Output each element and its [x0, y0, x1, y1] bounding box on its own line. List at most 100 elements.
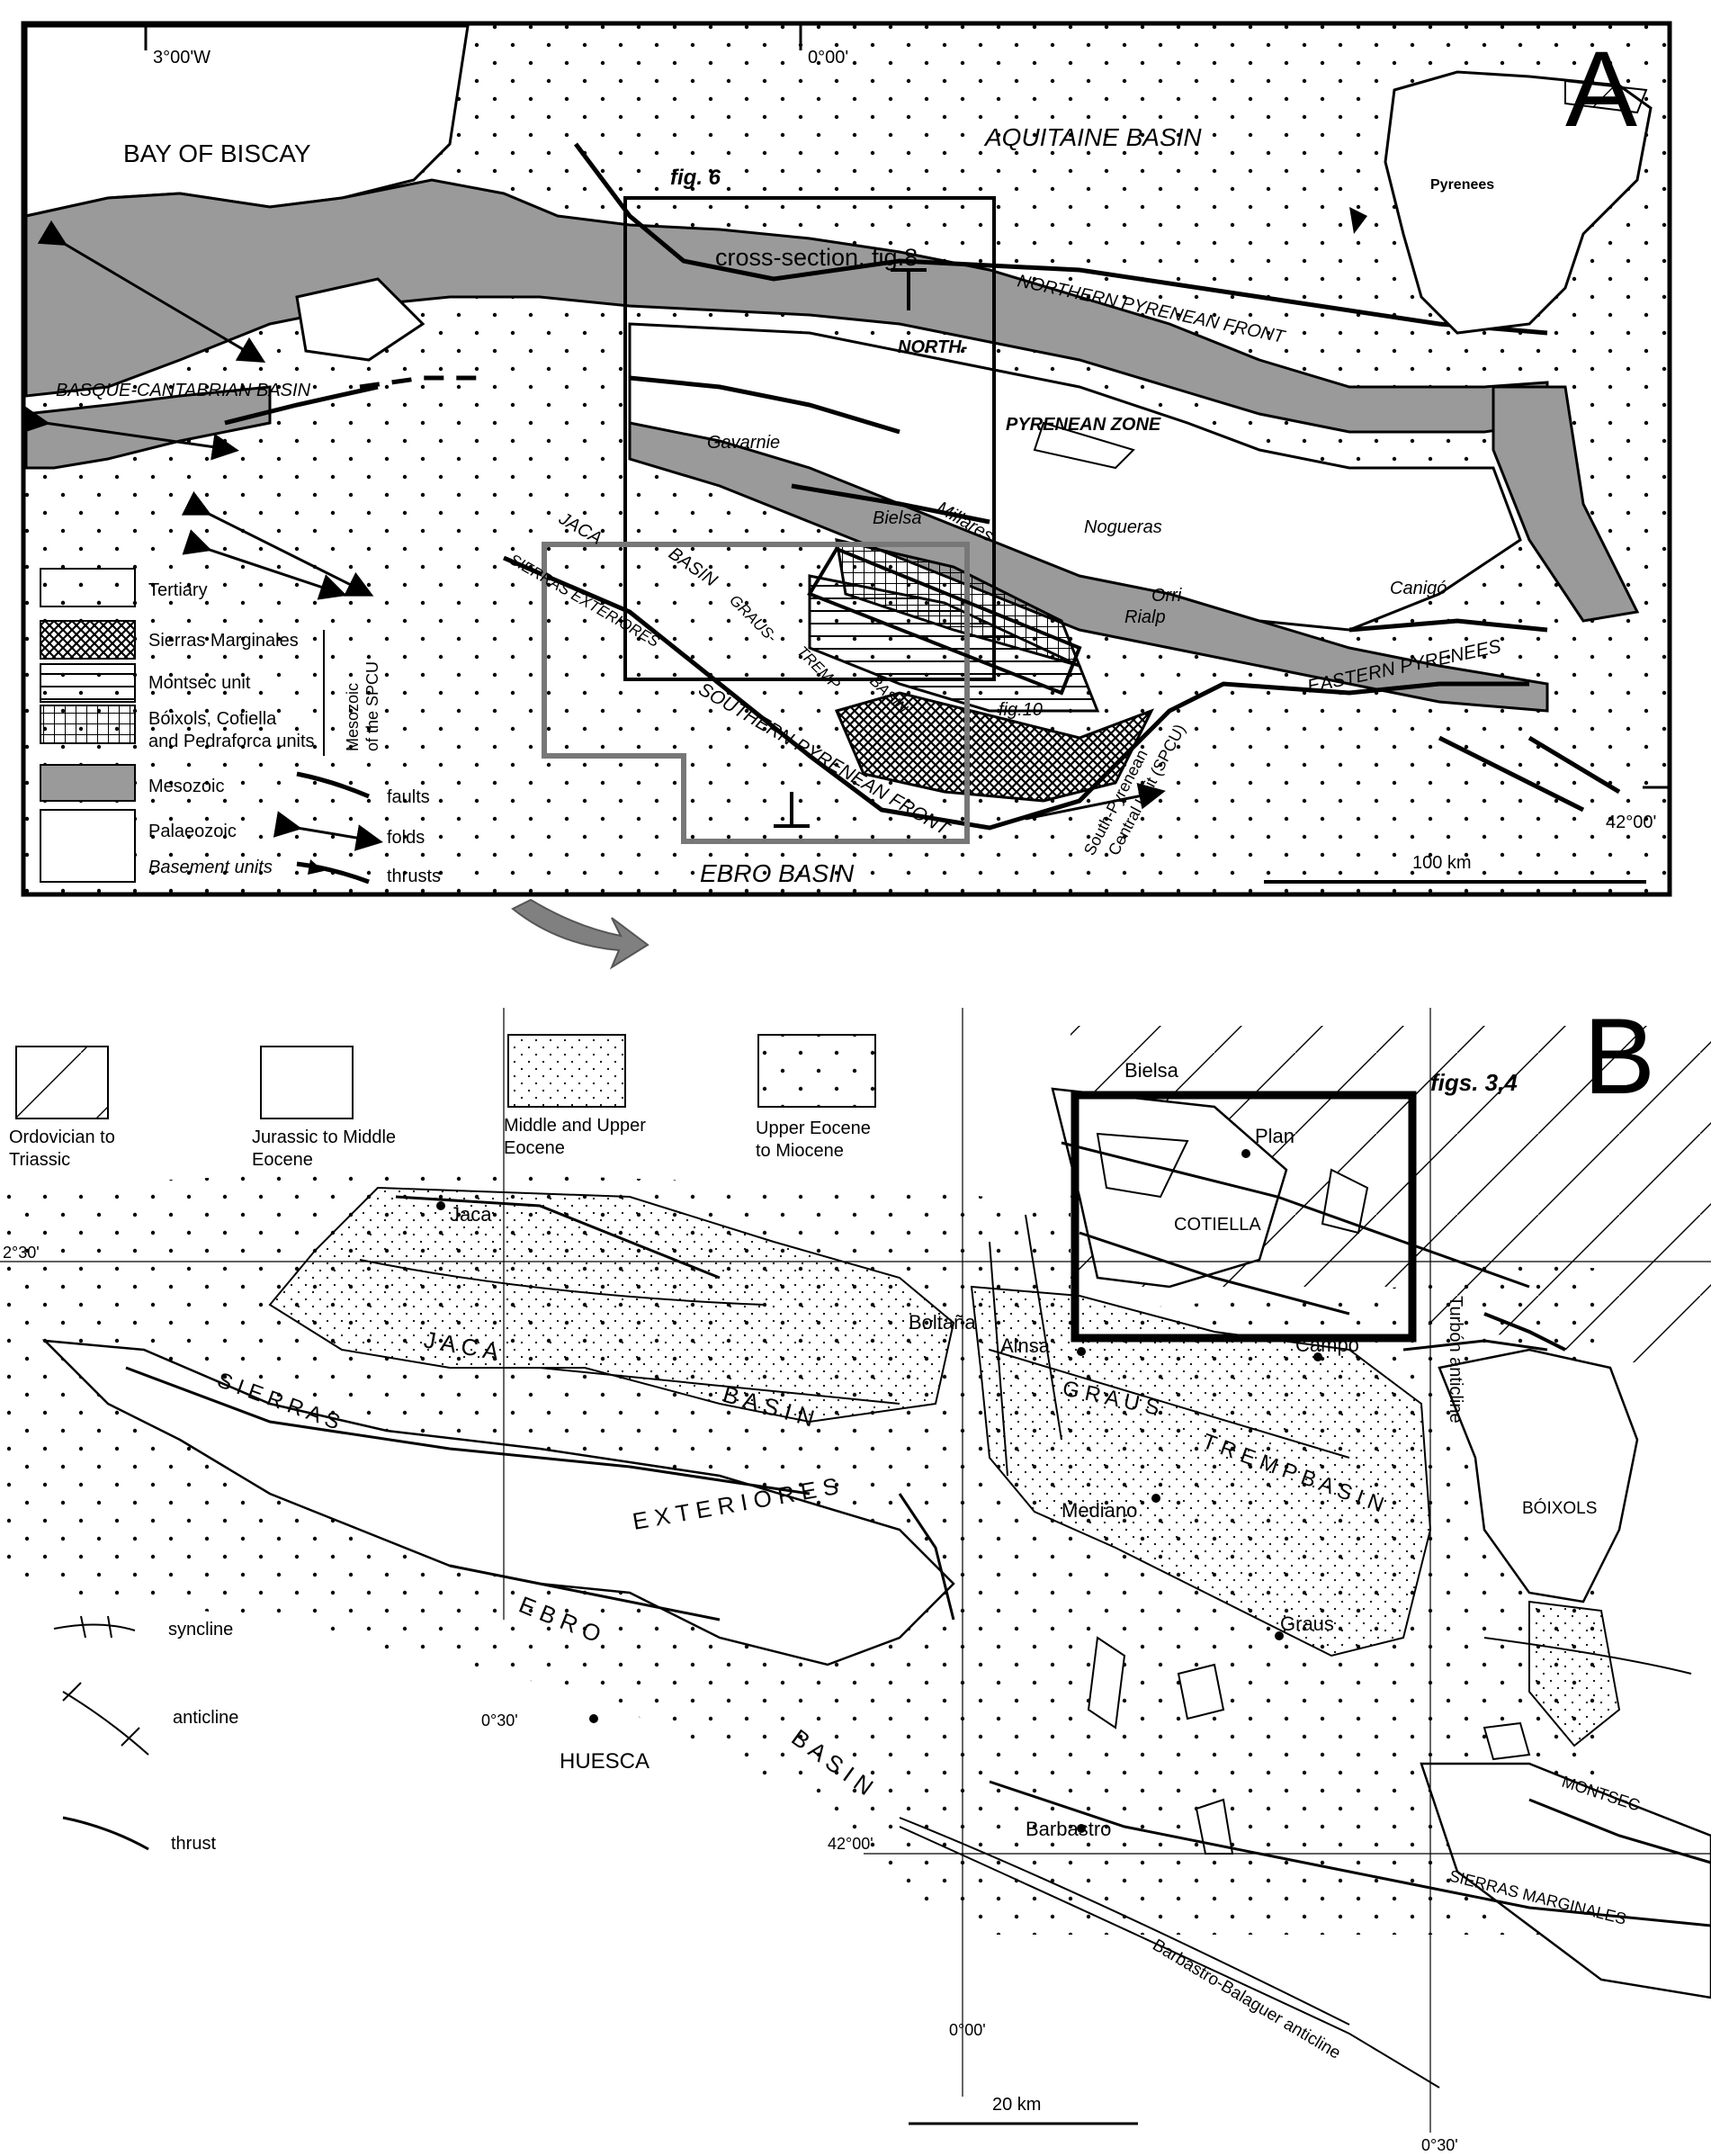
isolated-outcrop-2: [1177, 1663, 1225, 1720]
label-north-pyrenean-1: NORTH-: [898, 337, 968, 357]
coord-0-30-right: 0°30': [1421, 2136, 1458, 2154]
legend-syncline: syncline: [168, 1620, 233, 1639]
legend-swatch-boixols: [40, 705, 136, 744]
legend-mesozoic-spcu-1: Mesozoic: [344, 683, 362, 751]
legend-mesozoic-spcu-2: of the SPCU: [363, 661, 381, 751]
cross-section-marker-south: [774, 792, 810, 828]
panel-b-letter: B: [1583, 996, 1655, 1117]
town-markers: [436, 1149, 1322, 1833]
cross-section-marker-north: [891, 268, 927, 310]
label-aquitaine: AQUITAINE BASIN: [983, 123, 1202, 151]
legend-swatch-sierras: [40, 620, 136, 660]
legend-b-left: syncline anticline thrust: [53, 1615, 238, 1854]
label-graus-b: Graus: [1280, 1613, 1334, 1635]
label-mediano: Mediano: [1062, 1499, 1137, 1522]
legend-swatch-montsec: [40, 663, 136, 703]
fig10-box: [807, 546, 1082, 696]
scale-label-b: 20 km: [992, 2095, 1041, 2115]
coord-42-00: 42°00': [828, 1835, 873, 1853]
label-turbon-anticline: Turbón anticline: [1446, 1296, 1465, 1424]
legend-swatch-jurassic: [260, 1046, 354, 1119]
panel-a-letter: A: [1565, 29, 1637, 149]
inset-island: [1349, 207, 1367, 234]
coord-42n: 42°00': [1606, 813, 1656, 832]
legend-ordovician-1: Ordovician to: [9, 1127, 115, 1147]
fold-traces-b: [359, 1214, 1692, 2026]
label-bielsa-a: Bielsa: [873, 508, 921, 528]
legend-swatch-mesozoic: [40, 764, 136, 802]
coord-0-00: 0°00': [949, 2021, 986, 2039]
mesozoic-east: [1492, 385, 1640, 623]
label-barbastro-balaguer: Barbastro-Balaguer anticline: [1149, 1936, 1343, 2062]
scale-label-a: 100 km: [1412, 853, 1472, 873]
legend-basement: Basement units: [148, 858, 273, 877]
legend-swatch-ordovician: [15, 1046, 109, 1119]
inset-iberia: [1384, 70, 1653, 335]
coord-0: 0°00': [808, 48, 848, 67]
legend-b-top: Ordovician to Triassic Jurassic to Middl…: [9, 1034, 876, 1170]
legend-anticline-symbol: [62, 1691, 149, 1756]
legend-ordovician-2: Triassic: [9, 1150, 70, 1170]
legend-anticline-ticks: [62, 1682, 140, 1747]
legend-syncline-symbol: [53, 1623, 136, 1631]
legend-mesozoic: Mesozoic: [148, 777, 224, 796]
isolated-outcrop-1: [1087, 1636, 1126, 1729]
legend-thrusts: thrusts: [387, 867, 441, 886]
legend-swatch-palaeozoic: [40, 809, 136, 883]
label-campo: Campo: [1295, 1334, 1359, 1356]
legend-upper-eocene-2: to Miocene: [756, 1141, 844, 1161]
label-nogueras: Nogueras: [1084, 517, 1162, 537]
legend-middle-eocene-1: Middle and Upper: [504, 1116, 646, 1136]
panel-b-extent-box: [542, 542, 970, 844]
callout-figs-3-4: figs. 3,4: [1430, 1069, 1518, 1096]
palaeozoic-massif-west: [295, 277, 426, 362]
coord-2-30: 2°30': [3, 1244, 40, 1262]
legend-palaeozoic: Palaeozoic: [148, 822, 237, 841]
label-cotiella: COTIELLA: [1174, 1215, 1261, 1235]
legend-thrust-symbol: [296, 861, 370, 885]
legend-upper-eocene-1: Upper Eocene: [756, 1118, 871, 1138]
eastern-eocene-patch: [1528, 1600, 1621, 1747]
fig6-box: [623, 196, 996, 681]
figs-3-4-box: [1070, 1091, 1417, 1343]
legend-faults: faults: [387, 787, 430, 807]
label-orri: Orri: [1151, 586, 1182, 606]
legend-fault-symbol: [296, 771, 370, 799]
label-canigo: Canigó: [1390, 579, 1447, 598]
legend-a: Tertiary Sierras Marginales Montsec unit…: [40, 568, 441, 886]
label-ainsa: Ainsa: [1000, 1334, 1051, 1357]
buried-thrust-a: [359, 375, 486, 390]
callout-cross-section: cross-section, fig.8: [715, 244, 918, 271]
sierras-marginales-mesozoic: [1420, 1762, 1711, 1999]
label-rialp: Rialp: [1124, 607, 1166, 627]
label-plan: Plan: [1255, 1125, 1294, 1147]
boixols-cotiella-area: [835, 538, 1082, 669]
cotiella-block: [1096, 1132, 1189, 1199]
label-boltana: Boltaña: [909, 1311, 976, 1334]
palaeozoic-lens: [1033, 421, 1135, 470]
legend-sierras-marginales: Sierras Marginales: [148, 631, 299, 651]
panel-b: Ordovician to Triassic Jurassic to Middl…: [0, 996, 1711, 2154]
legend-jurassic-2: Eocene: [252, 1150, 313, 1170]
label-ebro-a: EBRO BASIN: [700, 859, 855, 887]
legend-thrust-symbol-b: [62, 1816, 149, 1851]
legend-tertiary: Tertiary: [148, 580, 208, 600]
legend-swatch-middle-eocene: [507, 1034, 626, 1108]
legend-fold-symbol: [273, 811, 383, 851]
fault-lines-a: [224, 142, 1621, 831]
label-north-pyrenean-2: PYRENEAN ZONE: [1006, 415, 1161, 435]
legend-thrust: thrust: [171, 1834, 216, 1854]
boixols-mesozoic: [1438, 1348, 1639, 1604]
isolated-outcrop-4: [1483, 1721, 1531, 1761]
legend-middle-eocene-2: Eocene: [504, 1138, 565, 1158]
label-gavarnie: Gavarnie: [707, 433, 780, 453]
legend-swatch-upper-eocene: [757, 1034, 876, 1108]
legend-boixols-1: Bóixols, Cotiella: [148, 709, 277, 729]
callout-fig10: fig.10: [999, 700, 1043, 720]
legend-syncline-ticks: [80, 1615, 112, 1639]
coord-0-30-left: 0°30': [481, 1711, 518, 1729]
legend-swatch-tertiary: [40, 568, 136, 607]
legend-montsec: Montsec unit: [148, 673, 251, 693]
coordinate-lines-b: [0, 1008, 1711, 2133]
